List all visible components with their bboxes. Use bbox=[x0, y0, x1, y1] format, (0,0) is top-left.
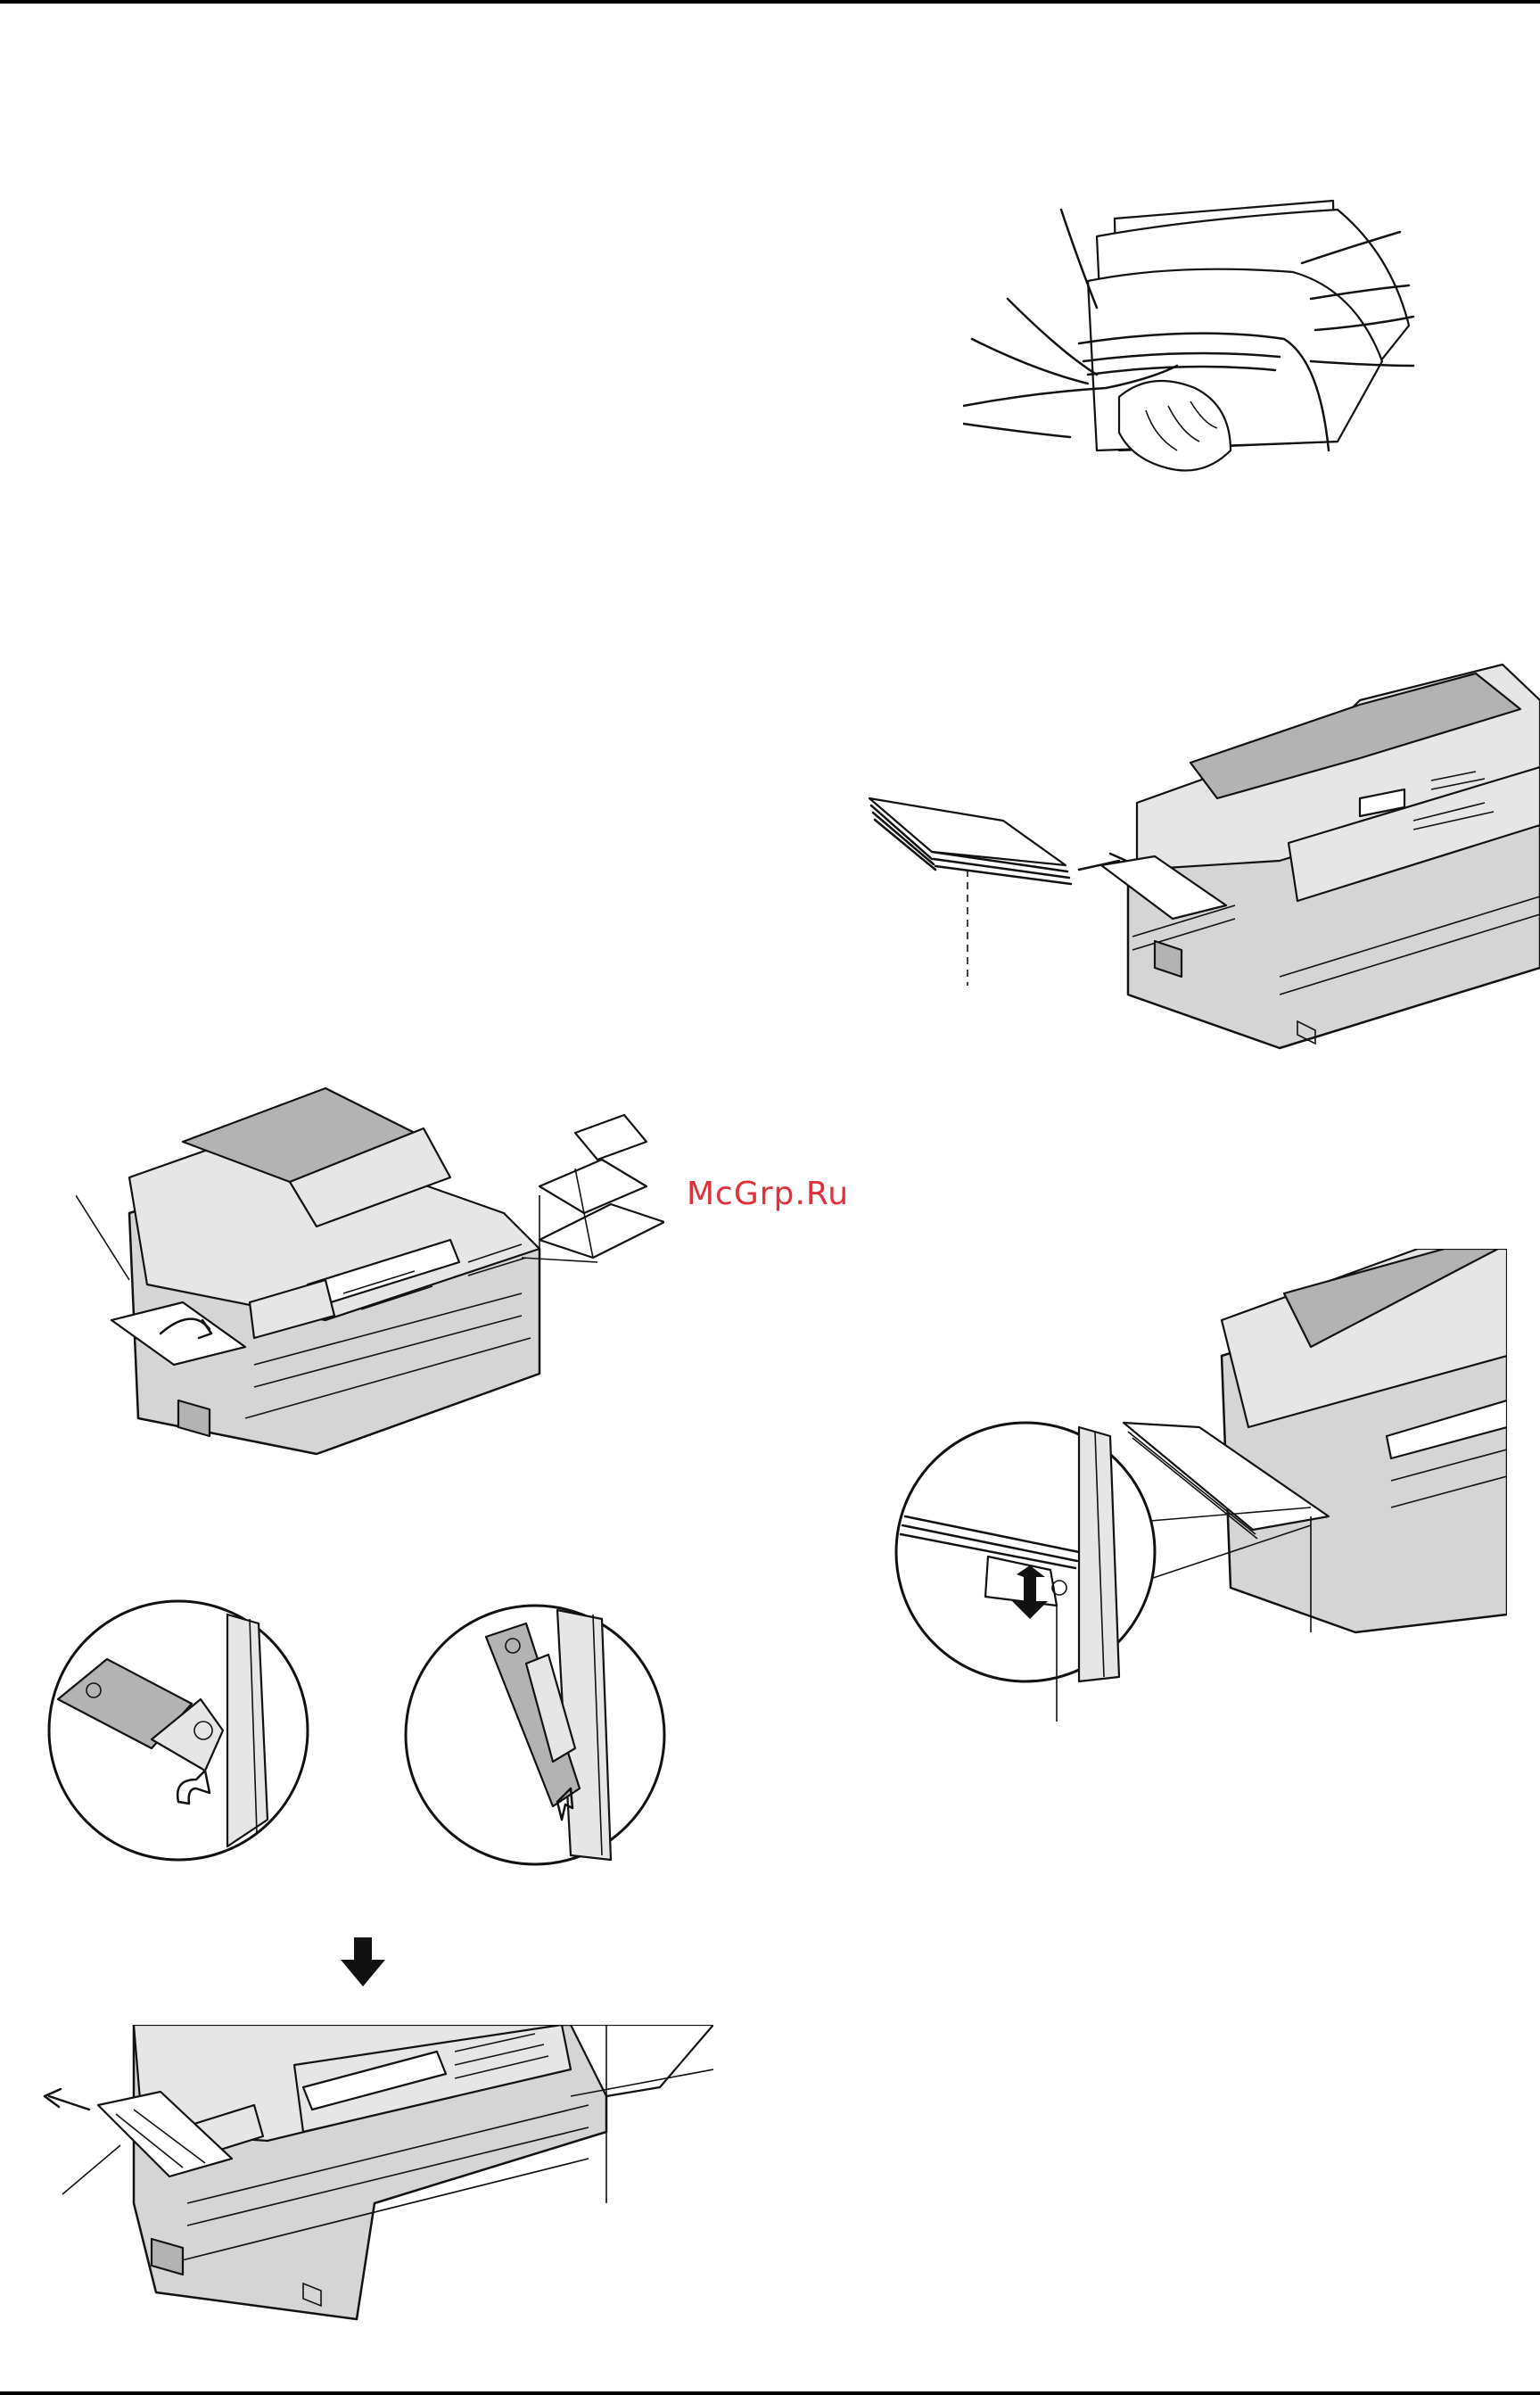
top-rule bbox=[0, 0, 1540, 4]
tray-lever-detail-left bbox=[45, 1597, 312, 1864]
insert-envelopes-illustration bbox=[861, 647, 1540, 1057]
down-arrow-icon bbox=[341, 1937, 385, 1986]
tray-lever-detail-right bbox=[401, 1601, 669, 1869]
fax-manual-tray-illustration bbox=[76, 1079, 664, 1490]
watermark: McGrp.Ru bbox=[687, 1176, 849, 1212]
fanning-paper-illustration bbox=[963, 183, 1418, 486]
bottom-rule bbox=[0, 2391, 1540, 2395]
paper-guide-adjust-illustration bbox=[892, 1249, 1507, 1730]
tray-extension-illustration bbox=[36, 2025, 713, 2328]
